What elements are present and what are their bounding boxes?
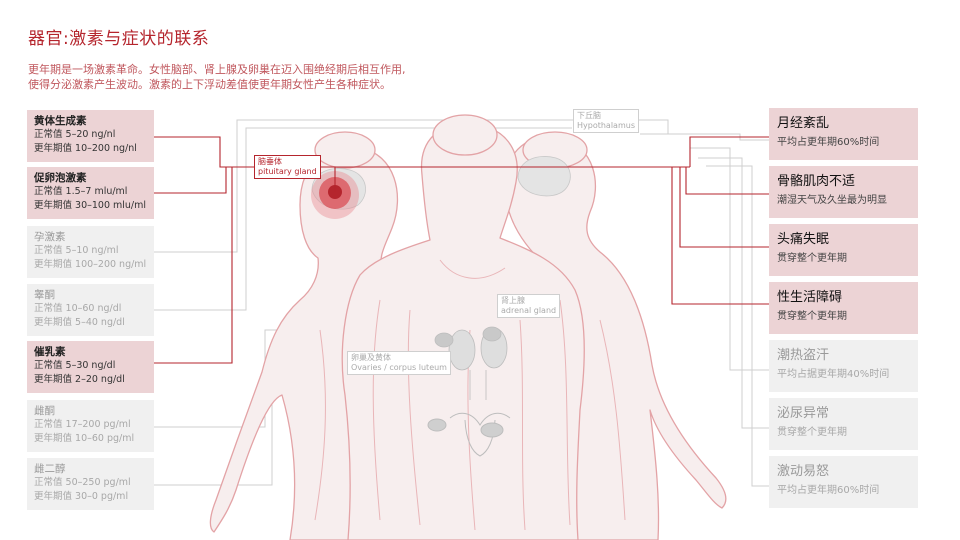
hormone-menopause: 更年期值 10–60 pg/ml [34,432,135,444]
hormone-name: 雌二醇 [34,463,66,475]
intro-line: 使得分泌激素产生波动。激素的上下浮动差值使更年期女性产生各种症状。 [28,78,391,91]
hormone-name: 雌酮 [34,405,55,417]
symptom-card-urinary: 泌尿异常 贯穿整个更年期 [769,398,918,450]
hormone-menopause: 更年期值 5–40 ng/dl [34,316,125,328]
hormone-card-progesterone: 孕激素 正常值 5–10 ng/ml 更年期值 100–200 ng/ml [27,226,154,278]
symptom-name: 潮热盗汗 [777,348,830,363]
muted-connectors [154,119,769,487]
adrenal-label: 肾上腺 adrenal gland [497,294,561,318]
hypothalamus-label-en: Hypothalamus [577,121,635,130]
hormone-normal: 正常值 1.5–7 mlu/ml [34,186,128,197]
symptom-name: 激动易怒 [777,464,830,479]
hormone-name: 睾酮 [34,289,55,301]
hormone-card-prolactin: 催乳素 正常值 5–30 ng/dl 更年期值 2–20 ng/dl [27,341,154,393]
symptom-card-musculoskeletal: 骨骼肌肉不适 潮湿天气及久坐最为明显 [769,166,918,218]
symptom-card-menstrual: 月经紊乱 平均占更年期60%时间 [769,108,918,160]
hormone-normal: 正常值 5–30 ng/dl [34,360,116,371]
symptom-card-sexual: 性生活障碍 贯穿整个更年期 [769,282,918,334]
hormone-menopause: 更年期值 100–200 ng/ml [34,258,147,270]
ovaries-label: 卵巢及黄体 Ovaries / corpus luteum [347,351,451,375]
intro-line: 更年期是一场激素革命。女性脑部、肾上腺及卵巢在迈入围绝经期后相互作用, [28,63,406,76]
page-title: 器官:激素与症状的联系 [28,29,210,49]
pituitary-label-cn: 脑垂体 [258,157,282,166]
symptom-card-headache: 头痛失眠 贯穿整个更年期 [769,224,918,276]
adrenal-label-en: adrenal gland [501,306,557,315]
highlight-connectors [154,136,769,364]
hormone-normal: 正常值 5–10 ng/ml [34,245,119,256]
hormone-normal: 正常值 10–60 ng/dl [34,303,122,314]
intro-text: 更年期是一场激素革命。女性脑部、肾上腺及卵巢在迈入围绝经期后相互作用, 使得分泌… [28,62,508,92]
pituitary-label-en: pituitary gland [258,167,317,176]
hormone-menopause: 更年期值 2–20 ng/dl [34,373,125,385]
hormone-name: 催乳素 [34,346,66,358]
kidney-icons [434,326,508,400]
hormone-menopause: 更年期值 30–0 pg/ml [34,490,129,502]
hormone-card-lh: 黄体生成素 正常值 5–20 ng/nl 更年期值 10–200 ng/nl [27,110,154,162]
symptom-name: 泌尿异常 [777,406,830,421]
hormone-normal: 正常值 50–250 pg/ml [34,477,131,488]
symptom-card-hotflash: 潮热盗汗 平均占据更年期40%时间 [769,340,918,392]
symptom-desc: 潮湿天气及久坐最为明显 [777,195,887,206]
hormone-name: 黄体生成素 [34,115,87,127]
hormone-card-estrone: 雌酮 正常值 17–200 pg/ml 更年期值 10–60 pg/ml [27,400,154,452]
hormone-menopause: 更年期值 30–100 mlu/ml [34,199,147,211]
hormone-menopause: 更年期值 10–200 ng/nl [34,142,137,154]
symptom-desc: 贯穿整个更年期 [777,311,847,322]
symptom-card-irritability: 激动易怒 平均占更年期60%时间 [769,456,918,508]
ovaries-label-cn: 卵巢及黄体 [351,353,391,362]
symptom-name: 月经紊乱 [777,116,830,131]
symptom-name: 骨骼肌肉不适 [777,174,856,189]
adrenal-label-cn: 肾上腺 [501,296,525,305]
hormone-card-fsh: 促卵泡激素 正常值 1.5–7 mlu/ml 更年期值 30–100 mlu/m… [27,167,154,219]
symptom-name: 性生活障碍 [777,290,843,305]
symptom-desc: 平均占据更年期40%时间 [777,369,890,380]
ovaries-label-en: Ovaries / corpus luteum [351,363,447,372]
hormone-normal: 正常值 17–200 pg/ml [34,419,131,430]
pituitary-highlight [311,171,359,219]
hypothalamus-label-cn: 下丘脑 [577,111,601,120]
pituitary-label: 脑垂体 pituitary gland [254,155,321,179]
hormone-card-testosterone: 睾酮 正常值 10–60 ng/dl 更年期值 5–40 ng/dl [27,284,154,336]
hormone-name: 孕激素 [34,231,66,243]
symptom-desc: 平均占更年期60%时间 [777,485,880,496]
hormone-normal: 正常值 5–20 ng/nl [34,129,116,140]
symptom-desc: 平均占更年期60%时间 [777,137,880,148]
hormone-name: 促卵泡激素 [34,172,87,184]
symptom-desc: 贯穿整个更年期 [777,253,847,264]
symptom-name: 头痛失眠 [777,232,830,247]
hypothalamus-label: 下丘脑 Hypothalamus [573,109,639,133]
symptom-desc: 贯穿整个更年期 [777,427,847,438]
uterus-icon [427,412,511,457]
hormone-card-estradiol: 雌二醇 正常值 50–250 pg/ml 更年期值 30–0 pg/ml [27,458,154,510]
